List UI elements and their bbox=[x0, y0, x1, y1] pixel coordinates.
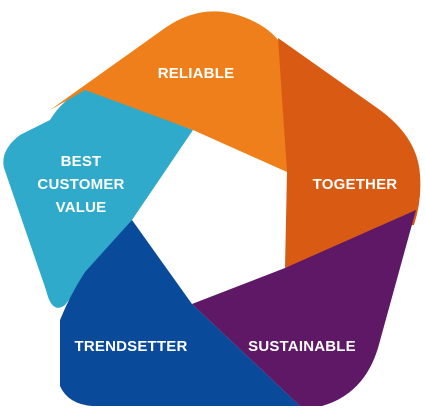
segment-best-customer-value bbox=[3, 88, 194, 308]
label-best-customer-value-line-2: CUSTOMER bbox=[37, 176, 124, 193]
segment-together bbox=[278, 38, 421, 268]
segment-sustainable bbox=[192, 210, 416, 406]
label-trendsetter: TRENDSETTER bbox=[74, 338, 187, 355]
segment-reliable bbox=[50, 11, 287, 173]
label-sustainable: SUSTAINABLE bbox=[248, 338, 356, 355]
label-together: TOGETHER bbox=[313, 176, 398, 193]
label-best-customer-value-line-3: VALUE bbox=[56, 199, 107, 216]
segment-trendsetter bbox=[60, 220, 300, 406]
label-best-customer-value-line-1: BEST bbox=[61, 153, 102, 170]
label-reliable: RELIABLE bbox=[158, 65, 235, 82]
